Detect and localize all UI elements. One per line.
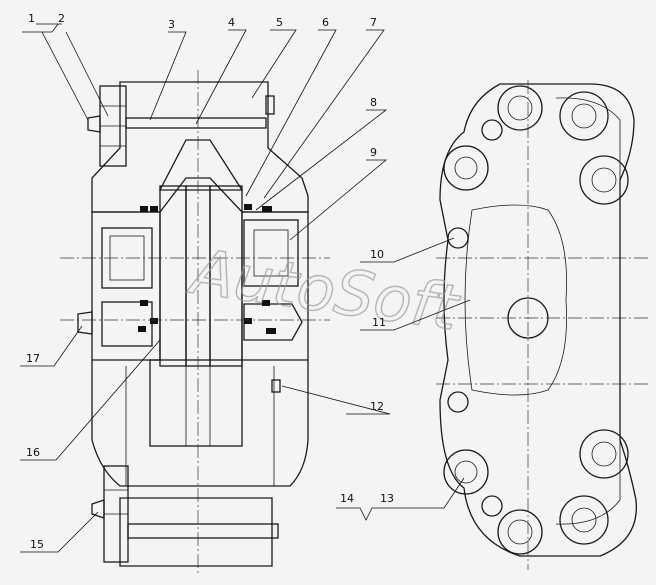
bleeder-nipple-top — [87, 115, 101, 133]
callout-16: 16 — [26, 446, 40, 459]
piston-right-lower — [243, 303, 303, 341]
callout-11: 11 — [372, 316, 386, 329]
callout-leaders — [20, 23, 471, 553]
callout-6: 6 — [322, 16, 329, 29]
piston-left-lower — [101, 301, 153, 347]
callout-8: 8 — [370, 96, 377, 109]
watermark-text: AutoSoft — [184, 234, 466, 344]
callout-1: 1 — [28, 12, 35, 25]
callout-13: 13 — [380, 492, 394, 505]
brake-pad-left — [159, 185, 187, 367]
bleeder-nipple-bottom — [91, 499, 105, 519]
piston-right-upper — [243, 219, 299, 287]
pad-spring — [158, 139, 244, 191]
section-view — [60, 70, 330, 575]
piston-seals — [138, 204, 276, 334]
callout-7: 7 — [370, 16, 377, 29]
caliper-bridge — [91, 360, 309, 487]
front-view — [436, 80, 650, 570]
bottom-bolt — [127, 523, 279, 539]
callout-17: 17 — [26, 352, 40, 365]
caliper-outline — [439, 83, 637, 557]
callout-5: 5 — [276, 16, 283, 29]
callout-2: 2 — [58, 12, 65, 25]
callout-numbers: 1 2 3 4 5 6 7 8 9 10 11 12 13 14 15 16 1… — [26, 12, 394, 551]
caliper-body-bottom — [119, 497, 273, 567]
callout-10: 10 — [370, 248, 384, 261]
callout-14: 14 — [340, 492, 354, 505]
callout-9: 9 — [370, 146, 377, 159]
callout-3: 3 — [168, 18, 175, 31]
mounting-bolts — [443, 85, 629, 555]
callout-12: 12 — [370, 400, 384, 413]
callout-4: 4 — [228, 16, 235, 29]
callout-15: 15 — [30, 538, 44, 551]
top-bolt — [125, 117, 267, 129]
inlet-fitting — [77, 311, 93, 335]
brake-pad-right — [209, 185, 243, 367]
caliper-body-top — [91, 81, 309, 213]
